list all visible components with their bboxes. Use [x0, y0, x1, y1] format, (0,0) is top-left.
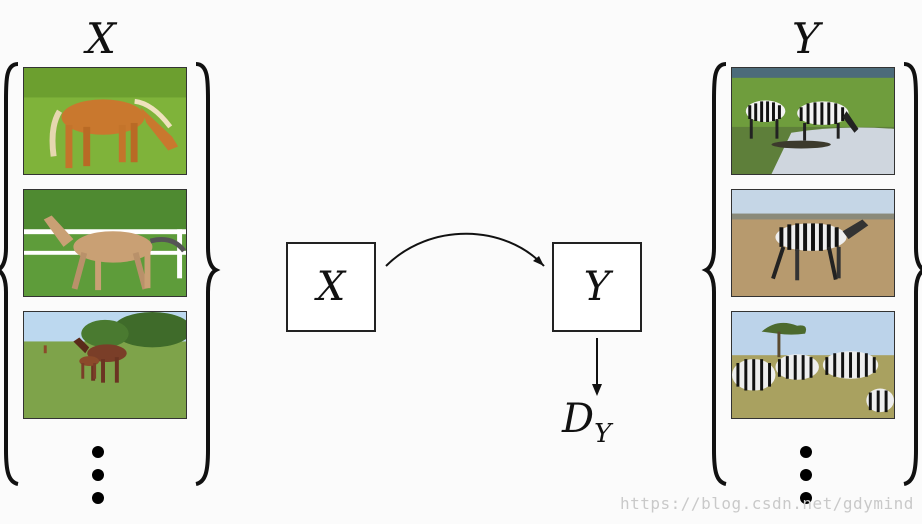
- ellipsis-dot: [92, 446, 104, 458]
- zebra-photo-1: [731, 67, 895, 175]
- target-domain-box: Y: [552, 242, 642, 332]
- horse-photo-3: [23, 311, 187, 419]
- left-set-close-brace: [195, 62, 221, 486]
- discriminator-label: DY: [562, 396, 611, 449]
- horse-photo-1: [23, 67, 187, 175]
- horse-photo-2: [23, 189, 187, 297]
- right-set-open-brace: [701, 62, 727, 486]
- right-set-close-brace: [903, 62, 922, 486]
- ellipsis-dot: [92, 469, 104, 481]
- discriminator-arrowhead: [592, 384, 602, 396]
- zebra-photo-2: [731, 189, 895, 297]
- watermark: https://blog.csdn.net/gdymind: [620, 494, 914, 513]
- right-set-ellipsis: [800, 446, 812, 515]
- mapping-arrowhead: [533, 256, 544, 266]
- left-set-ellipsis: [92, 446, 104, 515]
- ellipsis-dot: [800, 469, 812, 481]
- zebra-photo-3: [731, 311, 895, 419]
- ellipsis-dot: [800, 492, 812, 504]
- source-domain-box: X: [286, 242, 376, 332]
- ellipsis-dot: [800, 446, 812, 458]
- discriminator-symbol: D: [562, 396, 595, 442]
- mapping-arrow: [385, 232, 545, 267]
- discriminator-subscript: Y: [594, 419, 612, 449]
- ellipsis-dot: [92, 492, 104, 504]
- left-set-label: X: [86, 14, 116, 63]
- left-set-open-brace: [0, 62, 19, 486]
- right-set-label: Y: [792, 14, 820, 63]
